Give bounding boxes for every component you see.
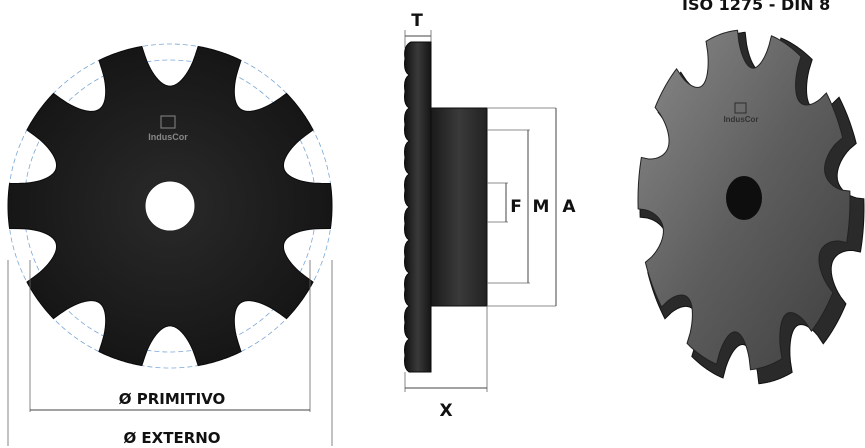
front-bore-hole (144, 180, 196, 232)
iso-view: IndusCor (637, 29, 865, 385)
front-view: IndusCor Ø PRIMITIVO Ø EXTERNO (7, 43, 333, 447)
side-sprocket-plate (404, 41, 432, 373)
outer-diameter-label: Ø EXTERNO (123, 429, 220, 447)
thickness-label: T (411, 11, 423, 31)
side-view: T F M A X (404, 11, 576, 421)
iso-logo-text: IndusCor (723, 115, 758, 124)
iso-logo: IndusCor (723, 102, 759, 124)
logo-icon (160, 115, 176, 129)
front-logo: IndusCor (148, 115, 188, 142)
standard-label: ISO 1275 - DIN 8 (682, 0, 830, 14)
side-hub (430, 107, 488, 307)
total-label: A (562, 197, 576, 217)
pitch-diameter-label: Ø PRIMITIVO (119, 390, 226, 408)
bore-label: F (510, 197, 522, 217)
iso-logo-icon (734, 102, 747, 114)
front-logo-text: IndusCor (148, 132, 188, 142)
iso-bore-hole (726, 176, 762, 220)
hub-label: M (533, 197, 550, 217)
length-label: X (439, 401, 452, 421)
